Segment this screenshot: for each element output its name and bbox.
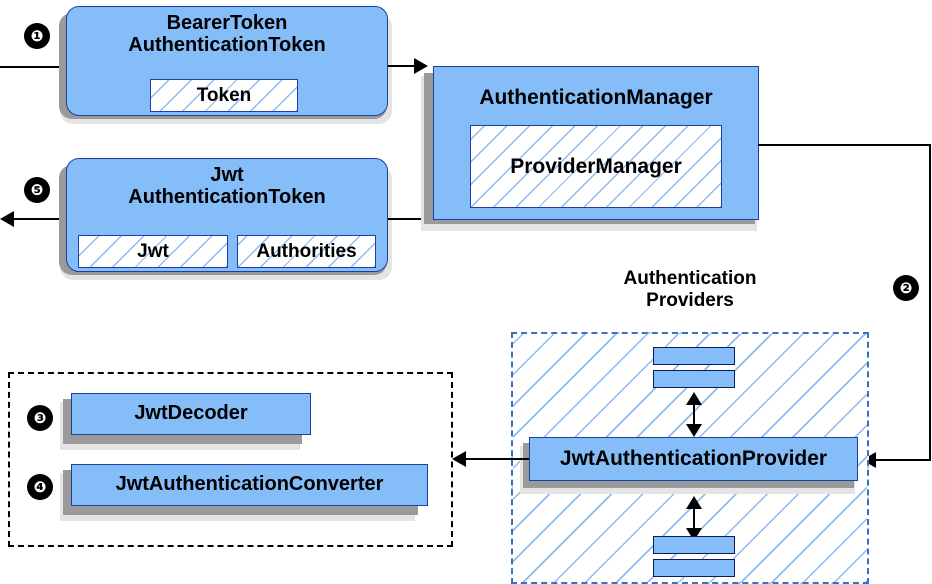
authentication-providers-caption: Authentication Providers xyxy=(570,268,810,312)
outgoing-response-arrowhead xyxy=(0,211,14,227)
providers-caption-line2: Providers xyxy=(646,289,734,311)
providers-caption-line1: Authentication xyxy=(623,268,757,289)
node-jwt-authentication-provider[interactable]: JwtAuthenticationProvider xyxy=(529,437,858,481)
outgoing-response-line xyxy=(14,218,70,220)
node-jwt-decoder[interactable]: JwtDecoder xyxy=(71,393,311,435)
jwt-helpers-group xyxy=(8,372,453,547)
step-marker-2: ❷ xyxy=(894,276,918,300)
inner-box-token-label: Token xyxy=(196,84,252,106)
jwt-decoder-label: JwtDecoder xyxy=(134,402,248,425)
arrow-bearer-to-manager-head xyxy=(414,58,428,74)
inner-box-authorities-label: Authorities xyxy=(256,240,357,262)
jwt-provider-label: JwtAuthenticationProvider xyxy=(559,446,828,470)
jwt-token-title-line1: Jwt xyxy=(210,164,244,186)
step2-line-horizontal-top xyxy=(758,144,931,146)
bearer-token-title-line2: AuthenticationToken xyxy=(128,33,326,56)
provider-link-arrow-down-top xyxy=(686,424,702,437)
provider-placeholder-bar-top-2 xyxy=(653,370,735,388)
arrow-bearer-to-manager-line xyxy=(388,65,418,67)
inner-box-provider-manager: ProviderManager xyxy=(470,125,722,208)
provider-placeholder-bar-bottom-1 xyxy=(653,536,735,554)
inner-box-jwt: Jwt xyxy=(78,235,228,268)
provider-placeholder-bar-top-1 xyxy=(653,347,735,365)
arrow-provider-to-helpers-line xyxy=(466,458,529,460)
node-bearer-token-authentication-token[interactable]: BearerToken AuthenticationToken xyxy=(66,6,388,116)
inner-box-jwt-label: Jwt xyxy=(137,240,169,262)
step-marker-3: ❸ xyxy=(28,406,52,430)
provider-link-line-bottom xyxy=(693,502,695,530)
jwt-converter-label: JwtAuthenticationConverter xyxy=(115,473,384,496)
step-marker-5: ❺ xyxy=(25,178,49,202)
node-jwt-authentication-converter[interactable]: JwtAuthenticationConverter xyxy=(71,464,428,506)
incoming-request-line xyxy=(0,66,70,68)
arrow-provider-to-helpers-head xyxy=(452,451,466,467)
inner-box-authorities: Authorities xyxy=(237,235,376,268)
step2-line-horizontal-bottom xyxy=(876,459,931,461)
line-manager-to-jwt-token xyxy=(388,218,434,220)
bearer-token-title-line1: BearerToken xyxy=(166,12,288,34)
provider-link-line-top xyxy=(693,398,695,426)
provider-placeholder-bar-bottom-2 xyxy=(653,559,735,577)
step-marker-4: ❹ xyxy=(28,475,52,499)
jwt-token-title-line2: AuthenticationToken xyxy=(128,185,326,208)
step2-line-vertical xyxy=(929,144,931,460)
inner-box-provider-manager-label: ProviderManager xyxy=(510,154,682,178)
inner-box-token: Token xyxy=(150,79,298,112)
step-marker-1: ❶ xyxy=(25,24,49,48)
authentication-manager-title: AuthenticationManager xyxy=(479,86,713,109)
